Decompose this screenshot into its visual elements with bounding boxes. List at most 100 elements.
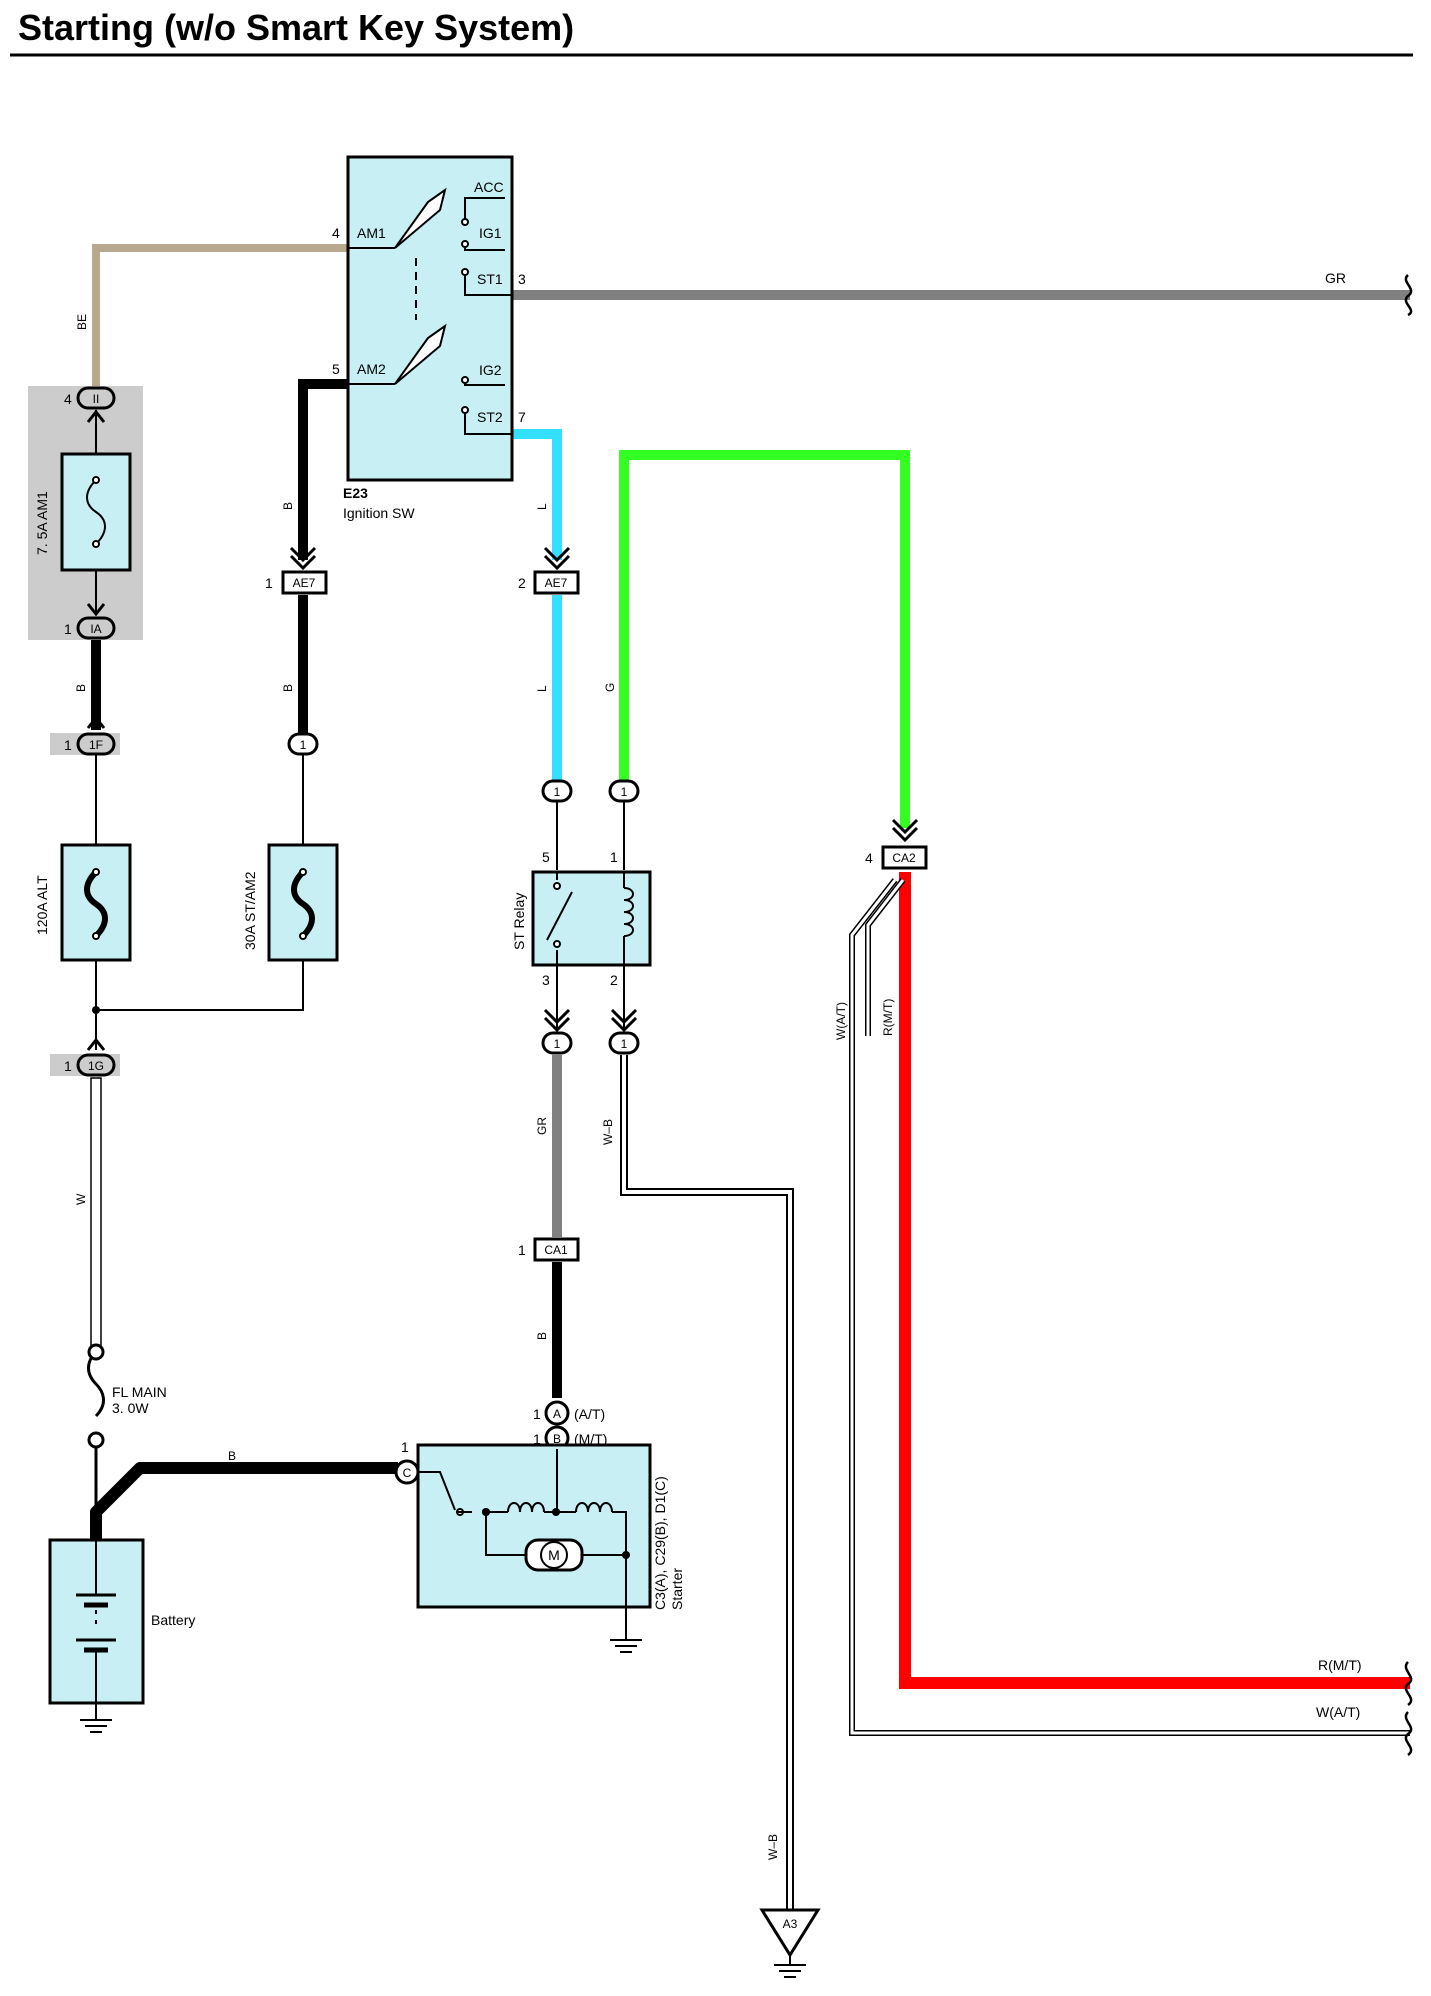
wire-fuse-join — [95, 960, 304, 1011]
connector-pin1-st-am2 — [287, 732, 319, 756]
wire-label-rmt-left: R(M/T) — [881, 999, 895, 1036]
wire-label-gr-st1: GR — [1325, 270, 1346, 286]
svg-text:1: 1 — [621, 1037, 628, 1051]
ignition-pin-am1: 4 — [332, 225, 340, 241]
wire-label-wb-bottom: W–B — [766, 1834, 780, 1860]
connector-ii-label: II — [93, 392, 100, 406]
svg-text:1: 1 — [554, 1037, 561, 1051]
fuse-st-am2-element — [291, 869, 315, 939]
fl-main-rating: 3. 0W — [112, 1400, 149, 1416]
wire-label-wb-top: W–B — [601, 1119, 615, 1145]
wire-wat-outer — [849, 878, 1410, 1736]
wire-b-battery-starter — [90, 1462, 398, 1540]
fl-main-label: FL MAIN — [112, 1384, 167, 1400]
connector-ae7-right-pin: 2 — [518, 575, 526, 591]
ignition-name: Ignition SW — [343, 505, 415, 521]
ignition-pin-st1: 3 — [518, 271, 526, 287]
starter-name: Starter — [669, 1568, 685, 1610]
wire-wat-inner — [850, 879, 1410, 1735]
fl-main-terminal-bottom — [87, 1431, 105, 1449]
wire-label-b-ca1: B — [535, 1332, 549, 1340]
wire-label-gr-relay: GR — [535, 1117, 549, 1135]
ignition-switch — [346, 155, 514, 482]
starter-terminal-a — [544, 1400, 570, 1426]
connector-1g-label: 1G — [88, 1059, 104, 1073]
connector-ae7-right-label: AE7 — [545, 576, 568, 590]
fl-main-terminal-top — [87, 1343, 105, 1361]
relay-switch-blade — [546, 891, 573, 941]
ground-a3 — [759, 1908, 821, 1958]
wire-wb-inner — [622, 1055, 792, 1910]
connector-ae7-left — [281, 570, 328, 595]
wire-label-b-battery: B — [228, 1449, 236, 1463]
connector-ia — [76, 616, 116, 640]
wire-label-b-ia: B — [74, 684, 88, 692]
wire-label-wat-right: W(A/T) — [1316, 1704, 1360, 1720]
connector-ia-label: IA — [90, 622, 101, 636]
svg-text:C: C — [403, 1466, 412, 1480]
connector-relay-in-l — [541, 779, 573, 803]
fuse-st-am2-label: 30A ST/AM2 — [242, 871, 258, 950]
battery-ground-symbol — [80, 1719, 112, 1733]
relay-name: ST Relay — [511, 893, 527, 950]
ignition-terminal-ig1: IG1 — [479, 225, 502, 241]
starter-terminal-c-pin: 1 — [401, 1439, 409, 1455]
starter-terminal-b-note: (M/T) — [574, 1431, 607, 1447]
svg-text:1: 1 — [533, 1406, 541, 1422]
connector-ae7-right — [533, 570, 580, 595]
wire-b-am2 — [298, 379, 348, 560]
relay-pin-1: 1 — [610, 849, 618, 865]
junction-dot — [92, 1006, 100, 1014]
ignition-terminal-acc: ACC — [474, 179, 504, 195]
starter-motor — [540, 1541, 568, 1569]
ignition-terminal-st1: ST1 — [477, 271, 503, 287]
starter — [416, 1443, 652, 1609]
connector-relay-in-g — [608, 779, 640, 803]
wire-label-wat-left: W(A/T) — [834, 1002, 848, 1040]
wire-w — [90, 1077, 102, 1353]
wire-r-mt — [899, 872, 1410, 1689]
fuse-am1-element — [86, 479, 106, 545]
starter-terminal-a-note: (A/T) — [574, 1406, 605, 1422]
st-relay — [531, 870, 652, 967]
connector-relay-out-wb — [608, 1031, 640, 1055]
connector-1g — [76, 1053, 116, 1077]
connector-relay-out-gr — [541, 1031, 573, 1055]
starter-ground-symbol — [610, 1633, 642, 1653]
svg-text:A: A — [553, 1407, 561, 1421]
svg-text:1: 1 — [533, 1431, 541, 1447]
wire-rmt-thin-inner — [866, 879, 905, 1036]
connector-ia-pin: 1 — [64, 621, 72, 637]
relay-coil — [623, 887, 634, 937]
fuse-alt-element — [84, 869, 108, 939]
ignition-id: E23 — [343, 485, 368, 501]
connector-ae7-left-label: AE7 — [293, 576, 316, 590]
svg-text:1: 1 — [300, 738, 307, 752]
relay-pin-3: 3 — [542, 972, 550, 988]
ignition-pin-st2: 7 — [518, 409, 526, 425]
connector-1f-label: 1F — [89, 738, 103, 752]
ignition-terminal-ig2: IG2 — [479, 362, 502, 378]
connector-ca1-label: CA1 — [544, 1243, 568, 1257]
ground-a3-symbol — [774, 1955, 806, 1978]
wire-be — [92, 244, 348, 386]
starter-motor-label: M — [548, 1547, 560, 1563]
battery-label: Battery — [151, 1612, 195, 1628]
relay-pin-2: 2 — [610, 972, 618, 988]
connector-ca2 — [881, 845, 928, 870]
ground-a3-label: A3 — [783, 1917, 798, 1931]
wire-label-l-st2: L — [535, 503, 549, 510]
starter-internals — [418, 1449, 630, 1633]
connector-ca2-pin: 4 — [865, 850, 873, 866]
battery-cells — [76, 1540, 116, 1720]
wire-label-l-relay: L — [535, 685, 549, 692]
wire-label-be: BE — [75, 314, 89, 330]
wire-g — [619, 450, 910, 828]
wire-break-r — [1404, 1661, 1413, 1707]
wire-label-w: W — [74, 1193, 88, 1205]
wire-label-b-am2: B — [281, 502, 295, 510]
svg-text:B: B — [553, 1432, 561, 1446]
ignition-pin-am2: 5 — [332, 361, 340, 377]
page-title: Starting (w/o Smart Key System) — [18, 7, 574, 48]
